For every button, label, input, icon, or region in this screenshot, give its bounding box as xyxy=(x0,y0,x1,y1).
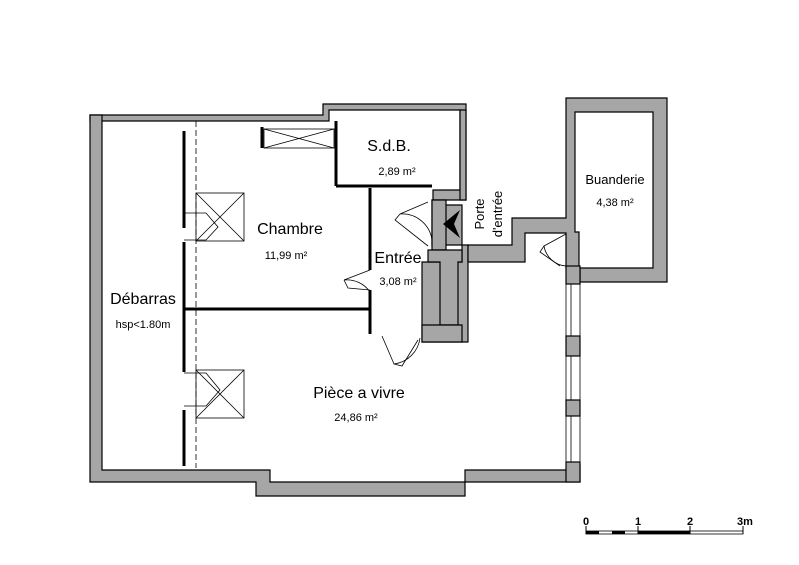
room-note-debarras: hsp<1.80m xyxy=(116,319,171,331)
room-area-chambre: 11,99 m² xyxy=(265,250,308,262)
room-area-buanderie: 4,38 m² xyxy=(596,197,634,209)
skylight-2 xyxy=(184,369,245,419)
room-area-entree: 3,08 m² xyxy=(379,276,417,288)
exterior-wall-buanderie xyxy=(467,97,668,283)
interior-partitions xyxy=(182,121,432,466)
scale-label-0: 0 xyxy=(583,516,589,528)
scale-label-1: 1 xyxy=(635,516,641,528)
room-name-sdb: S.d.B. xyxy=(367,138,411,155)
doors xyxy=(343,201,567,367)
scale-label-2: 2 xyxy=(687,516,693,528)
wall-corridor-base xyxy=(421,324,463,343)
pillar-1 xyxy=(565,265,581,285)
room-name-piece: Pièce a vivre xyxy=(313,385,405,402)
entrance-arrow-icon xyxy=(443,210,460,238)
room-area-piece: 24,86 m² xyxy=(334,412,378,424)
room-area-sdb: 2,89 m² xyxy=(378,166,416,178)
window-chambre-top xyxy=(263,128,335,149)
wall-sdb xyxy=(459,109,467,201)
wall-corridor xyxy=(431,199,447,251)
scale-label-3: 3m xyxy=(737,516,753,528)
pillar-4 xyxy=(565,461,581,483)
svg-text:Porte: Porte xyxy=(472,198,487,229)
pillar-2 xyxy=(565,335,581,357)
windows-right xyxy=(565,284,581,462)
room-name-entree: Entrée xyxy=(374,250,421,267)
skylight-1 xyxy=(184,192,245,242)
svg-text:d'entrée: d'entrée xyxy=(490,191,505,238)
room-name-chambre: Chambre xyxy=(257,221,323,238)
scale-bar: 0 1 2 3m xyxy=(583,516,753,535)
pillar-3 xyxy=(565,399,581,417)
room-name-debarras: Débarras xyxy=(110,291,176,308)
entrance-label: Porte d'entrée xyxy=(472,191,505,238)
room-name-buanderie: Buanderie xyxy=(585,172,644,187)
